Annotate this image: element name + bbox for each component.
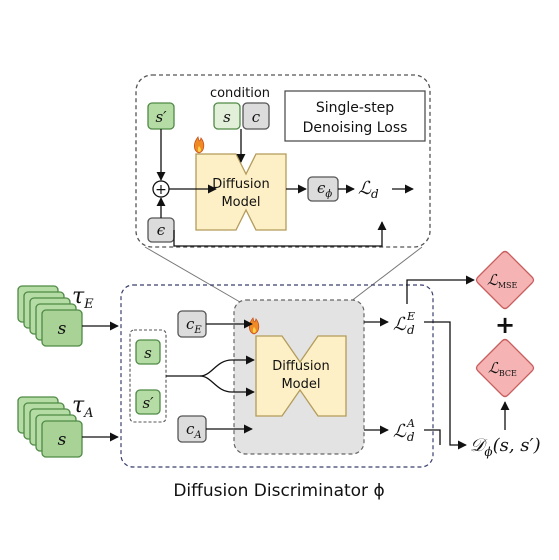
main-s-prime-label: s′ bbox=[142, 394, 154, 412]
inset-loss-sub: d bbox=[371, 187, 379, 201]
main-s-prime-box: s′ bbox=[135, 389, 161, 415]
main-model-line1: Diffusion bbox=[272, 359, 329, 374]
output-arrows bbox=[406, 275, 510, 450]
tau-e-main: τ bbox=[72, 284, 85, 309]
loss-title-line2: Denoising Loss bbox=[303, 120, 408, 136]
inset-model-line2: Model bbox=[221, 195, 260, 210]
tau-e-sub: E bbox=[83, 297, 94, 312]
agent-state-stack: s bbox=[17, 396, 83, 458]
inset-sum-node: + bbox=[152, 180, 170, 198]
inset-s-box: s bbox=[213, 102, 241, 130]
inset-sum-plus: + bbox=[155, 182, 167, 198]
bce-loss-node: ℒBCE bbox=[475, 338, 535, 398]
main-diffusion-model: Diffusion Model bbox=[255, 335, 347, 417]
bce-main: ℒ bbox=[488, 359, 500, 377]
bce-sub: BCE bbox=[499, 369, 517, 378]
loss-e-main: ℒ bbox=[393, 314, 407, 335]
main-s-label: s bbox=[144, 344, 152, 362]
fire-icon bbox=[193, 136, 205, 154]
tau-a-label: τA bbox=[72, 393, 94, 421]
inset-epsilon-label: ϵ bbox=[157, 221, 166, 239]
d-phi-args: (s, s′) bbox=[493, 435, 541, 456]
inset-loss-ld: ℒd bbox=[358, 178, 379, 201]
discriminator-panel bbox=[120, 284, 434, 468]
state-pair-group: s s′ bbox=[129, 329, 167, 423]
loss-a-sub: d bbox=[407, 430, 415, 444]
diagram-caption: Diffusion Discriminator ϕ bbox=[173, 481, 384, 501]
inset-s-prime-label: s′ bbox=[155, 108, 167, 126]
loss-a-main: ℒ bbox=[393, 421, 407, 442]
c-e-sub: E bbox=[193, 325, 202, 336]
mse-sub: MSE bbox=[498, 281, 518, 290]
tau-a-sub: A bbox=[83, 406, 93, 421]
svg-text:ℒBCE: ℒBCE bbox=[488, 359, 517, 378]
svg-text:cE: cE bbox=[186, 315, 202, 336]
inset-model-line1: Diffusion bbox=[212, 177, 269, 192]
d-phi-main: 𝒟 bbox=[470, 435, 488, 456]
d-phi-label: 𝒟ϕ(s, s′) bbox=[470, 435, 541, 459]
input-arrows bbox=[82, 321, 119, 442]
inset-epsilon-box: ϵ bbox=[147, 217, 175, 243]
tau-a-main: τ bbox=[72, 393, 85, 418]
inset-panel: condition s′ s c Single-step Denoising L… bbox=[135, 74, 431, 248]
loss-title-box: Single-step Denoising Loss bbox=[284, 90, 426, 142]
c-a-sub: A bbox=[193, 430, 201, 441]
inset-eps-phi-main: ϵ bbox=[317, 179, 326, 197]
mse-main: ℒ bbox=[487, 271, 499, 289]
inset-eps-phi-sub: ϕ bbox=[325, 189, 332, 200]
inset-s-prime-box: s′ bbox=[147, 102, 175, 130]
zoom-connectors bbox=[144, 246, 423, 303]
mse-loss-node: ℒMSE bbox=[475, 250, 535, 310]
agent-stack-s-label: s bbox=[58, 430, 67, 450]
c-e-main: c bbox=[186, 315, 195, 333]
d-phi-sub: ϕ bbox=[484, 445, 492, 459]
loss-a-sup: A bbox=[406, 417, 415, 430]
inset-c-label: c bbox=[252, 108, 261, 126]
inset-arrows bbox=[156, 129, 414, 247]
loss-title-line1: Single-step bbox=[316, 100, 394, 116]
condition-label: condition bbox=[210, 86, 270, 101]
c-a-box: cA bbox=[177, 415, 207, 443]
inset-diffusion-model: Diffusion Model bbox=[195, 153, 287, 231]
inset-eps-phi-box: ϵϕ bbox=[307, 176, 339, 202]
main-model-line2: Model bbox=[281, 377, 320, 392]
svg-text:ϵϕ: ϵϕ bbox=[317, 179, 332, 200]
svg-text:cA: cA bbox=[186, 420, 202, 441]
tau-e-label: τE bbox=[72, 284, 94, 312]
c-a-main: c bbox=[186, 420, 195, 438]
svg-text:ℒMSE: ℒMSE bbox=[487, 271, 517, 290]
inset-loss-main: ℒ bbox=[358, 178, 372, 199]
loss-e-sup: E bbox=[406, 310, 415, 323]
loss-sum-plus: + bbox=[495, 311, 515, 339]
expert-stack-s-label: s bbox=[58, 319, 67, 339]
internal-arrows bbox=[166, 317, 389, 435]
c-e-box: cE bbox=[177, 310, 207, 338]
expert-state-stack: s bbox=[17, 285, 83, 347]
inset-c-box: c bbox=[242, 102, 270, 130]
loss-e-sub: d bbox=[407, 323, 415, 337]
main-s-box: s bbox=[135, 339, 161, 365]
inset-s-label: s bbox=[223, 108, 231, 126]
